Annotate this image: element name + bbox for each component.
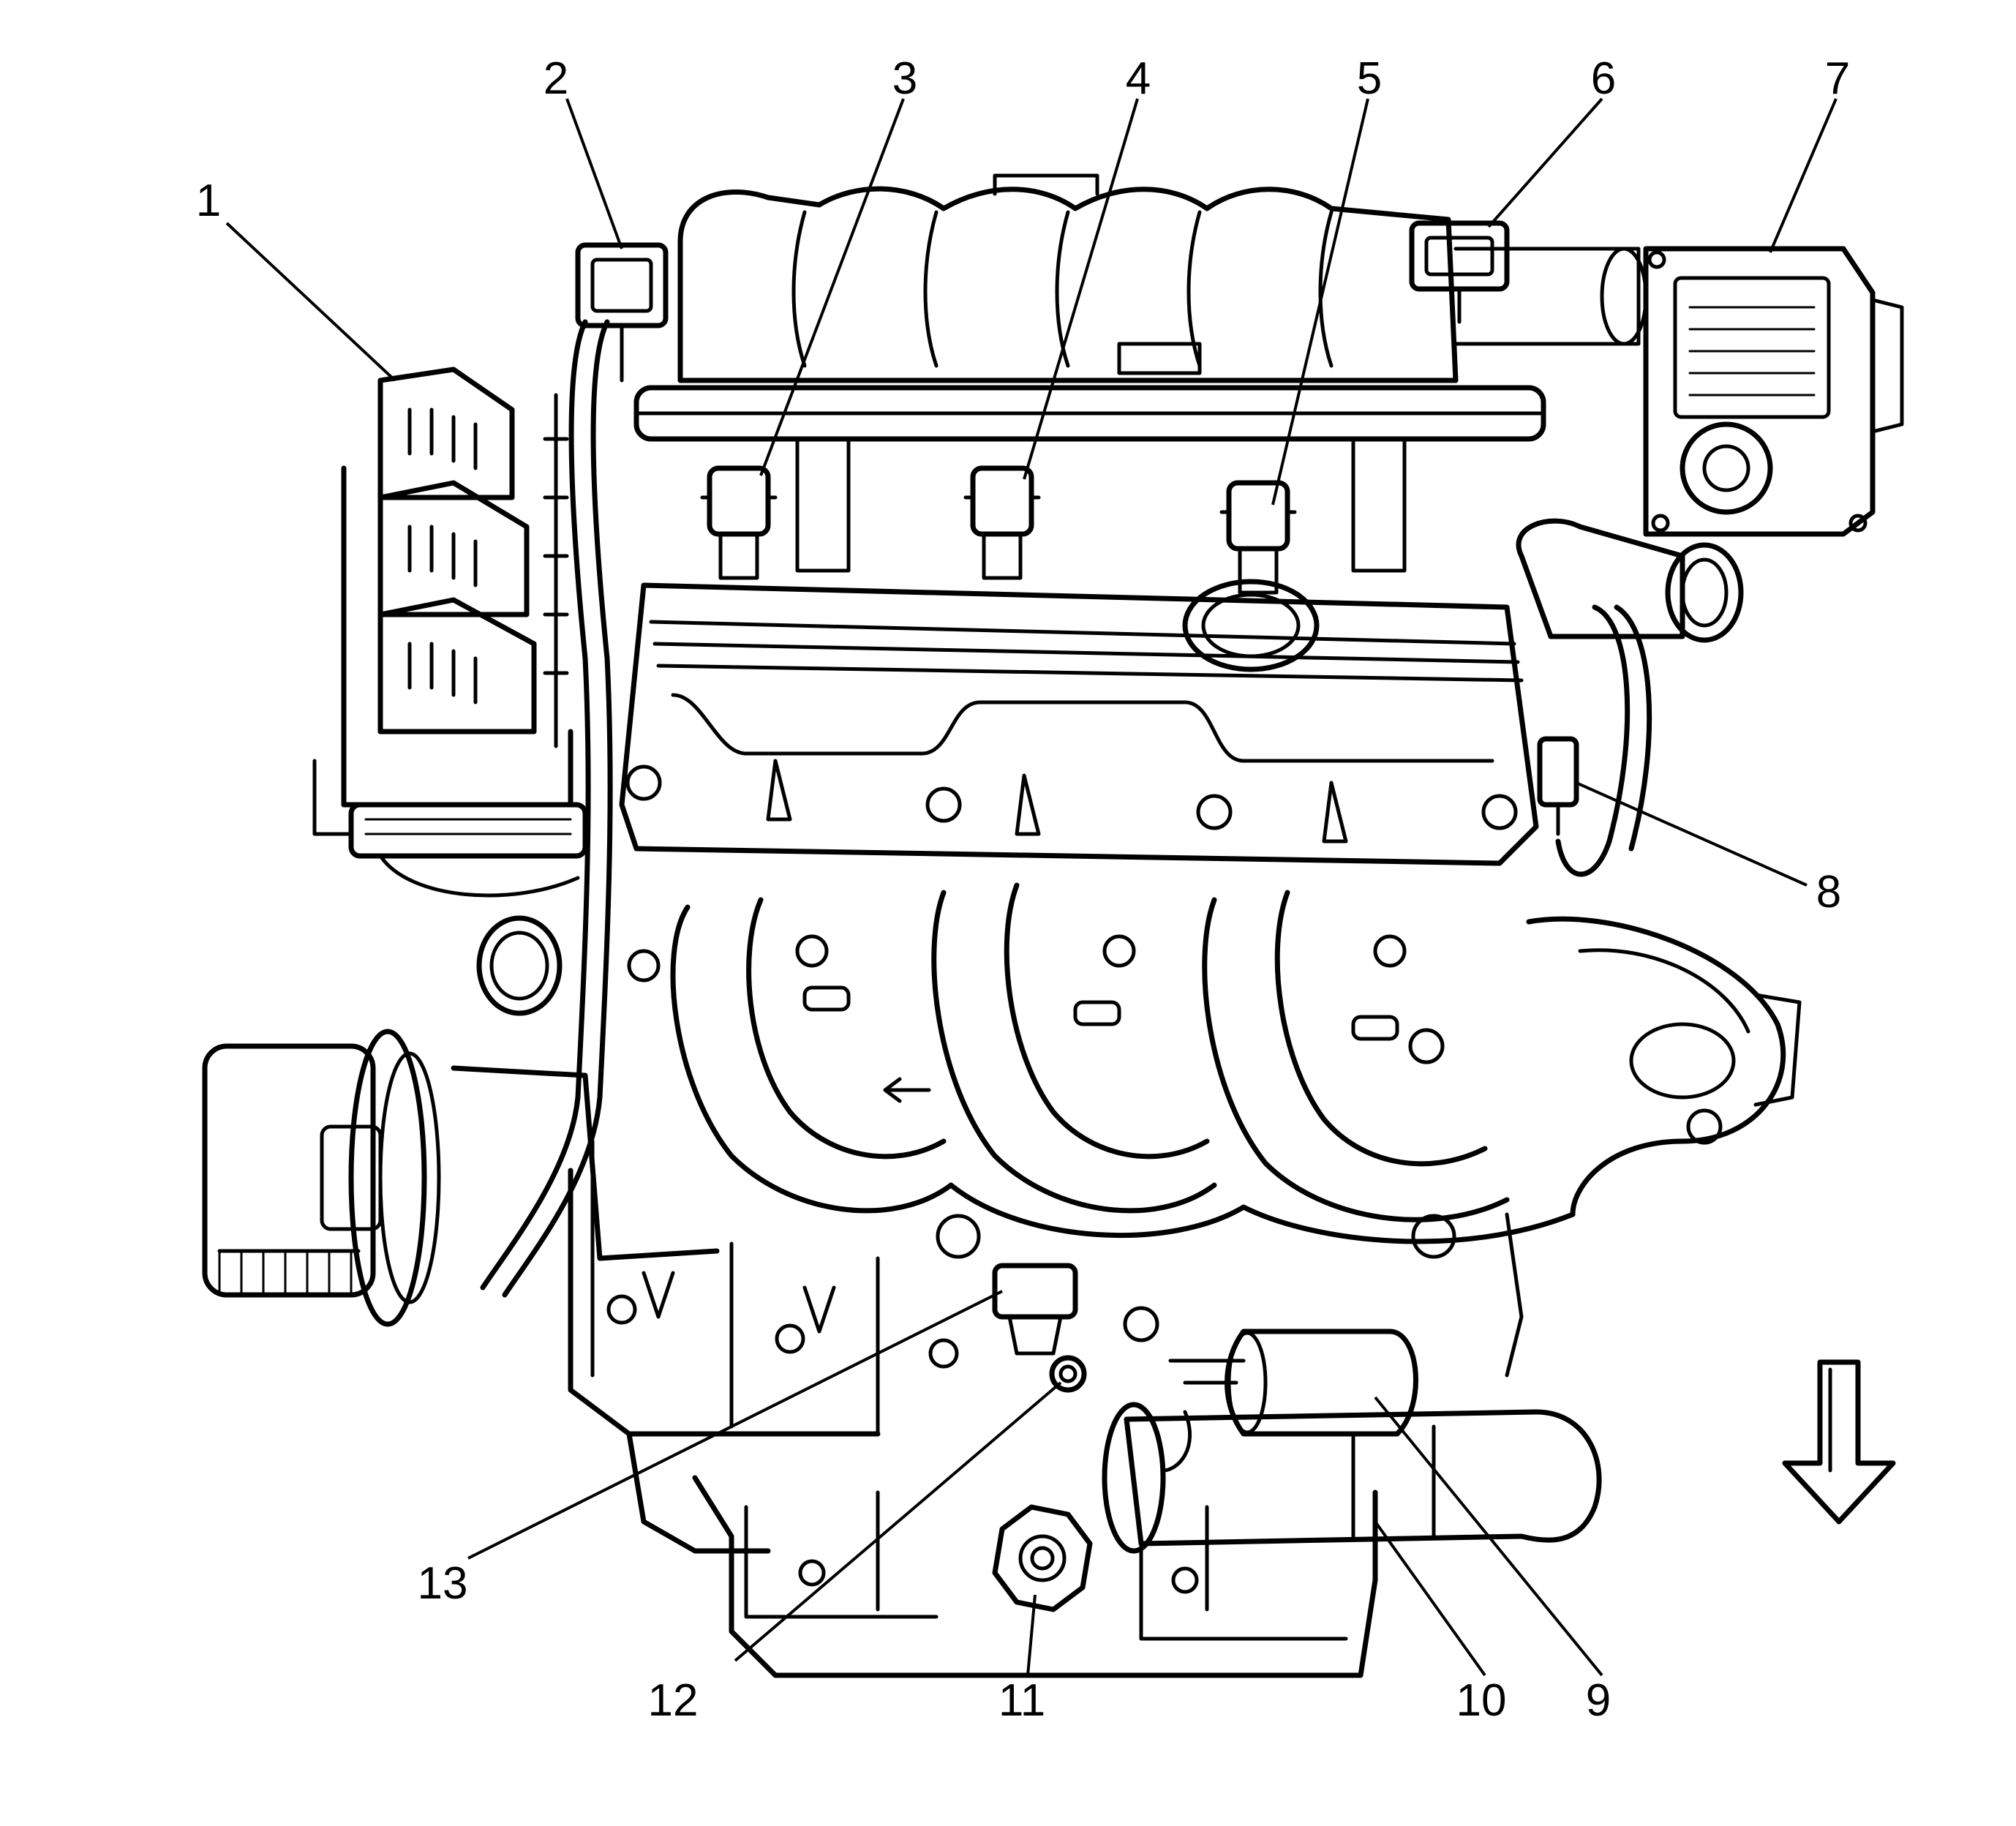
- callout-3: 3: [892, 53, 917, 104]
- coolant-inlet-pipe: [476, 915, 563, 1016]
- callout-12: 12: [648, 1675, 699, 1726]
- oil-pressure-sensor: [992, 1263, 1078, 1356]
- callout-1: 1: [196, 176, 221, 226]
- leader-10: [1374, 1520, 1486, 1677]
- leader-12: [734, 1381, 1062, 1662]
- callout-10: 10: [1456, 1675, 1507, 1726]
- leader-2: [565, 98, 623, 249]
- block-plug: [1049, 1355, 1087, 1393]
- fuel-injector-3: [1219, 480, 1297, 595]
- callout-4: 4: [1126, 53, 1151, 104]
- callout-labels: 1 2 3 4 5 6 7 8 9 10 11 12 13: [196, 53, 1850, 1726]
- callout-2: 2: [544, 53, 568, 104]
- starter-motor: [1102, 1306, 1602, 1554]
- engine-illustration: [202, 173, 1904, 1678]
- leader-5: [1271, 98, 1369, 506]
- oil-pan: [692, 1475, 1378, 1678]
- leader-3: [759, 98, 905, 476]
- leader-8: [1576, 781, 1808, 887]
- throttle-body-module: [1643, 246, 1904, 537]
- leader-6: [1487, 97, 1603, 228]
- fuel-injectors: [700, 465, 1297, 595]
- leader-7: [1769, 98, 1838, 253]
- leader-13: [467, 1290, 1003, 1560]
- fuel-rail: [633, 385, 1546, 573]
- sensor-connector-top-left: [575, 242, 669, 383]
- callout-11: 11: [998, 1675, 1045, 1726]
- leader-11: [1026, 1594, 1037, 1676]
- fuel-injector-2: [963, 465, 1041, 580]
- sensor-right-side: [1537, 604, 1652, 877]
- down-arrow-icon: [1782, 1359, 1896, 1525]
- intake-manifold: [677, 173, 1648, 383]
- valve-cover: [619, 579, 1539, 866]
- callout-5: 5: [1357, 53, 1382, 104]
- leader-9: [1374, 1396, 1603, 1677]
- callout-9: 9: [1586, 1675, 1611, 1726]
- coolant-outlet: [1516, 518, 1744, 643]
- leader-4: [1023, 98, 1139, 480]
- leader-1: [225, 222, 396, 382]
- callout-6: 6: [1591, 53, 1616, 104]
- spark-plug-boots: [802, 985, 1399, 1041]
- crankshaft-balancer: [202, 1029, 441, 1327]
- callout-13: 13: [418, 1558, 468, 1609]
- engine-block: [451, 1065, 1524, 1554]
- oil-level-sensor: [992, 1504, 1093, 1612]
- ignition-coil-pack: [312, 367, 588, 898]
- fuel-injector-1: [700, 465, 778, 580]
- exhaust-manifold: [627, 882, 1802, 1244]
- sensor-connector-top-right: [1409, 220, 1510, 324]
- callout-7: 7: [1825, 53, 1850, 104]
- callout-leaders: [225, 97, 1838, 1677]
- callout-8: 8: [1816, 867, 1841, 917]
